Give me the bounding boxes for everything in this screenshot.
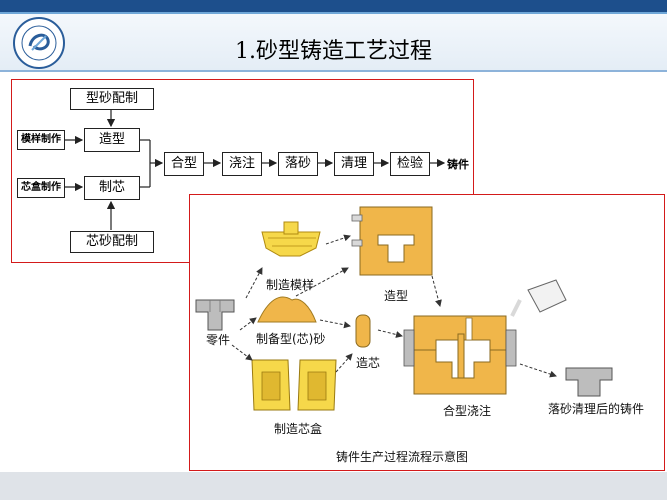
cleaned-casting-icon	[565, 367, 613, 397]
university-logo-icon	[13, 17, 65, 69]
sand-prep-box: 型砂配制	[70, 88, 154, 110]
mold-half-icon	[351, 206, 433, 276]
molding-caption: 造型	[384, 289, 409, 303]
figure-caption: 铸件生产过程流程示意图	[336, 450, 469, 464]
inspection-box: 检验	[390, 152, 430, 176]
part-icon	[195, 299, 235, 331]
bottom-band	[0, 472, 667, 500]
top-color-bar	[0, 0, 667, 12]
core-box-icon	[251, 359, 337, 411]
pouring-box: 浇注	[222, 152, 262, 176]
core-sand-prep-box: 芯砂配制	[70, 231, 154, 253]
assembled-mold-icon	[403, 315, 517, 395]
cleaned-casting-caption: 落砂清理后的铸件	[548, 402, 645, 416]
mold-assembly-box: 合型	[164, 152, 204, 176]
make-core-box-caption: 制造芯盒	[274, 422, 323, 436]
prepare-sand-caption: 制备型(芯)砂	[256, 332, 326, 346]
molding-box: 造型	[84, 128, 140, 152]
cleaning-box: 清理	[334, 152, 374, 176]
top-accent-line	[0, 12, 667, 14]
sand-pile-icon	[257, 296, 317, 323]
ladle-icon	[510, 279, 567, 317]
pattern-icon	[261, 221, 321, 257]
title-divider	[0, 70, 667, 72]
core-making-box: 制芯	[84, 176, 140, 200]
assemble-pour-caption: 合型浇注	[443, 404, 492, 418]
page-title: 1.砂型铸造工艺过程	[235, 39, 432, 64]
part-caption: 零件	[206, 333, 231, 347]
core-box-make-box: 芯盒制作	[17, 178, 65, 198]
pattern-make-box: 模样制作	[17, 130, 65, 150]
make-pattern-caption: 制造模样	[266, 278, 315, 292]
shakeout-box: 落砂	[278, 152, 318, 176]
core-making-caption: 造芯	[356, 356, 381, 370]
slide-header	[0, 14, 667, 70]
core-icon	[355, 314, 371, 348]
casting-label: 铸件	[447, 158, 469, 171]
